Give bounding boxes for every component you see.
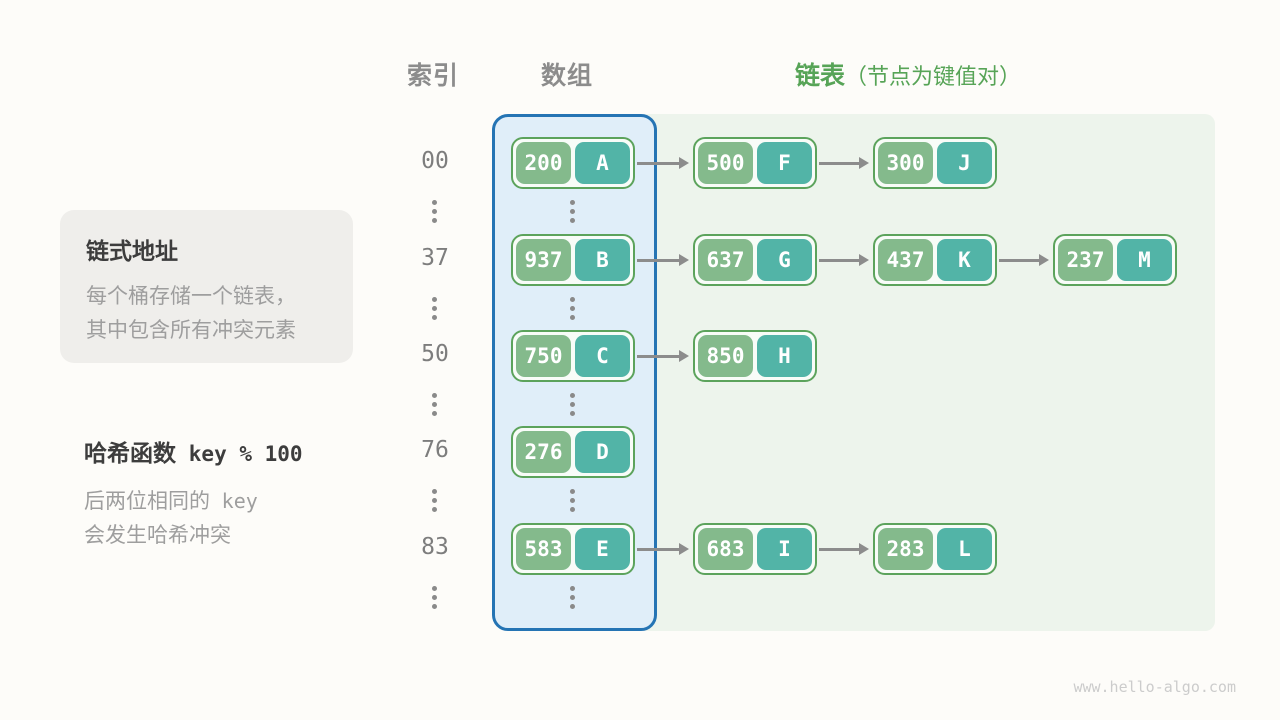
bucket-index: 83: [421, 534, 449, 560]
node-key: 937: [516, 239, 571, 281]
node-key: 237: [1058, 239, 1113, 281]
column-header-array: 数组: [541, 62, 594, 90]
node-key: 850: [698, 335, 753, 377]
linked-list-note: （节点为键值对）: [845, 64, 1022, 89]
node-value: D: [575, 431, 630, 473]
node-value: C: [575, 335, 630, 377]
node-value: B: [575, 239, 630, 281]
next-pointer-arrow: [819, 253, 869, 266]
bucket-index: 37: [421, 245, 449, 271]
node-key: 637: [698, 239, 753, 281]
next-pointer-arrow: [637, 542, 689, 555]
watermark: www.hello-algo.com: [1073, 678, 1236, 696]
note-chaining-title: 链式地址: [86, 238, 178, 264]
array-ellipsis: [570, 586, 575, 609]
node-value: G: [757, 239, 812, 281]
node-key: 276: [516, 431, 571, 473]
index-ellipsis: [432, 393, 437, 416]
index-ellipsis: [432, 489, 437, 512]
node-key: 300: [878, 142, 933, 184]
node-value: J: [937, 142, 992, 184]
node-key: 583: [516, 528, 571, 570]
note-hash-function: 哈希函数 key % 100 后两位相同的 key 会发生哈希冲突: [84, 434, 384, 553]
array-ellipsis: [570, 393, 575, 416]
node-value: L: [937, 528, 992, 570]
node-value: K: [937, 239, 992, 281]
bucket-index: 50: [421, 341, 449, 367]
linked-list-label: 链表: [795, 62, 846, 90]
next-pointer-arrow: [819, 156, 869, 169]
node-value: I: [757, 528, 812, 570]
node-key: 200: [516, 142, 571, 184]
node-value: M: [1117, 239, 1172, 281]
index-ellipsis: [432, 586, 437, 609]
node-key: 437: [878, 239, 933, 281]
node-value: F: [757, 142, 812, 184]
node-key: 683: [698, 528, 753, 570]
column-header-index: 索引: [407, 62, 460, 90]
bucket-index: 00: [421, 148, 449, 174]
node-value: A: [575, 142, 630, 184]
column-header-linked-list: 链表（节点为键值对）: [795, 56, 1021, 92]
next-pointer-arrow: [819, 542, 869, 555]
hash-function-code: key % 100: [188, 442, 303, 466]
note-hash-title: 哈希函数 key % 100: [84, 440, 303, 466]
array-ellipsis: [570, 489, 575, 512]
node-key: 283: [878, 528, 933, 570]
next-pointer-arrow: [637, 156, 689, 169]
node-value: E: [575, 528, 630, 570]
node-value: H: [757, 335, 812, 377]
next-pointer-arrow: [637, 349, 689, 362]
note-chaining: 链式地址 每个桶存储一个链表， 其中包含所有冲突元素: [60, 210, 353, 363]
note-hash-body: 后两位相同的 key 会发生哈希冲突: [84, 489, 258, 547]
next-pointer-arrow: [999, 253, 1049, 266]
index-ellipsis: [432, 297, 437, 320]
array-ellipsis: [570, 200, 575, 223]
array-ellipsis: [570, 297, 575, 320]
next-pointer-arrow: [637, 253, 689, 266]
bucket-index: 76: [421, 437, 449, 463]
note-chaining-body: 每个桶存储一个链表， 其中包含所有冲突元素: [86, 285, 296, 342]
node-key: 500: [698, 142, 753, 184]
index-ellipsis: [432, 200, 437, 223]
node-key: 750: [516, 335, 571, 377]
